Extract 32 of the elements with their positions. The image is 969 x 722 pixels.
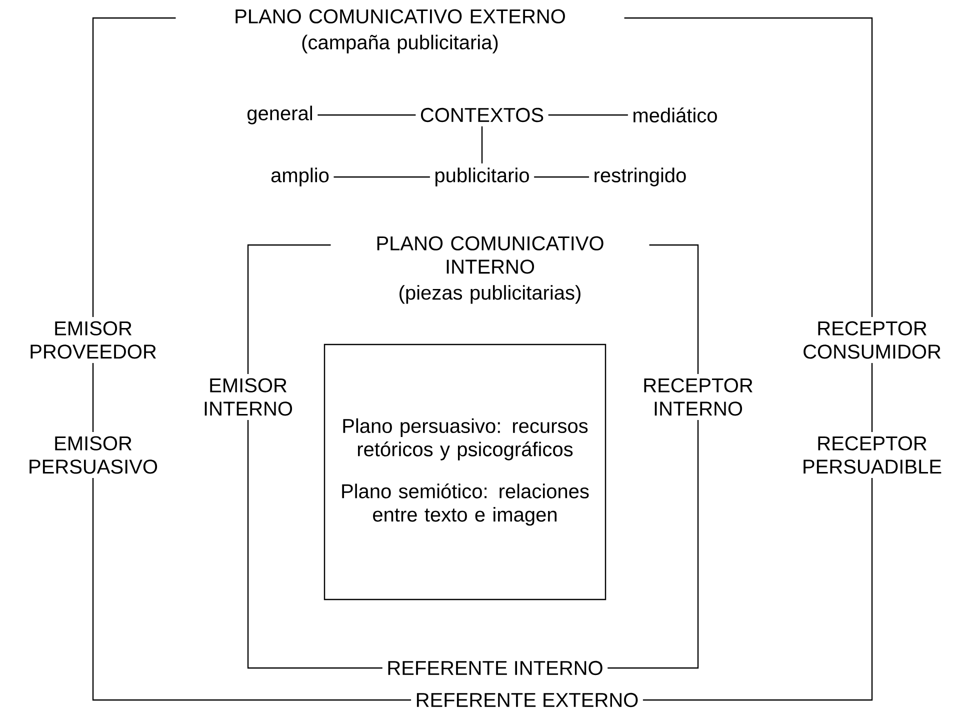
context-term: mediático [634,108,717,122]
plane-heading: PLANO COMUNICATIVO INTERNO (piezas publicitarias) [377,236,604,304]
connector-line [534,176,590,178]
connector-line [92,17,176,317]
role-label: RECEPTOR PERSUADIBLE [804,436,942,474]
context-term: general [247,106,312,124]
referent-label: REFERENTE EXTERNO [416,692,638,708]
role-label: EMISOR PROVEEDOR [30,321,156,359]
role-label: EMISOR INTERNO [204,378,292,416]
plane-box: Plano persuasivo: recursos retóricos y psicográficos Plano semiótico: relaciones entre texto e imagen [324,344,606,600]
role-label: RECEPTOR CONSUMIDOR [804,321,941,359]
role-label: RECEPTOR INTERNO [644,378,752,416]
connector-line [642,478,873,701]
context-term: publicitario [436,168,529,186]
role-label: EMISOR PERSUASIVO [30,436,158,474]
connector-line [624,17,873,317]
connector-line [548,114,628,116]
connector-line [649,244,699,374]
context-term: CONTEXTOS [421,108,544,122]
plane-heading: PLANO COMUNICATIVO EXTERNO (campaña publicitaria) [236,9,565,54]
connector-line [608,420,699,669]
connector-line [871,363,873,432]
connector-line [318,114,416,116]
connector-line [247,244,331,374]
context-term: amplio [271,168,329,186]
context-term: restringido [594,168,686,186]
connector-line [481,126,483,164]
connector-line [334,176,430,178]
connector-line [92,478,412,701]
connector-line [247,420,382,669]
connector-line [92,363,94,432]
referent-label: REFERENTE INTERNO [388,660,602,676]
